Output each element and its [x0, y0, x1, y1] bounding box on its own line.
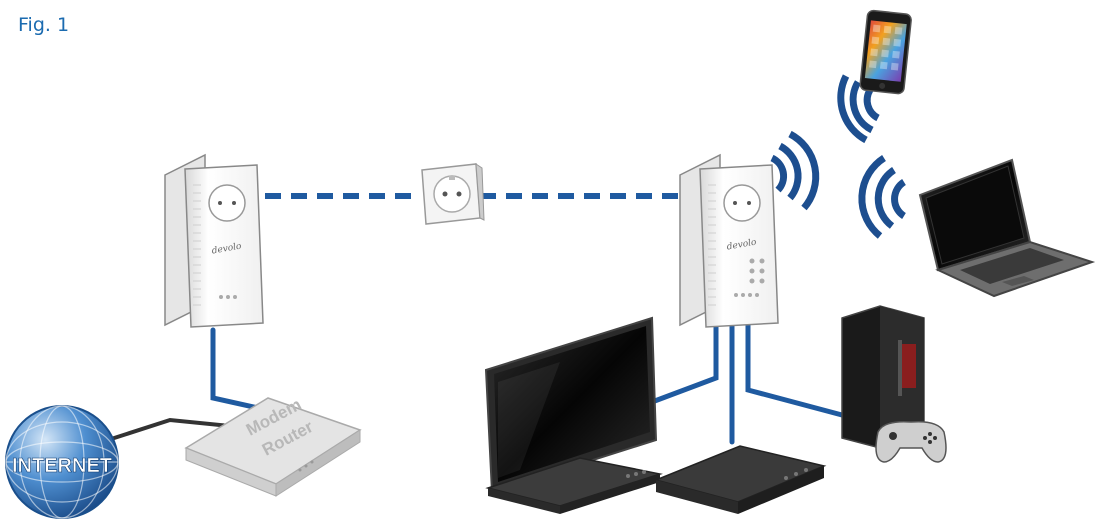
globe-icon: INTERNET: [5, 405, 119, 519]
settop-box-icon: [653, 445, 827, 514]
powerline-adapter-right: devolo: [679, 153, 779, 328]
wifi-waves-icon: [770, 130, 820, 211]
figure-label: Fig. 1: [18, 14, 70, 36]
wifi-waves-phone-icon: [837, 74, 880, 144]
wall-socket-icon: [421, 163, 485, 225]
cables: [106, 315, 845, 445]
router-icon: Modem Router: [184, 395, 362, 497]
cable-adapter-console: [745, 315, 845, 418]
tv-icon: [484, 316, 663, 514]
globe-label: INTERNET: [12, 455, 112, 477]
laptop-icon: [918, 158, 1096, 298]
powerline-adapter-left: devolo: [164, 153, 264, 328]
smartphone-icon: [859, 9, 912, 95]
wifi-waves-laptop-icon: [858, 155, 907, 239]
cable-adapter-tv: [649, 315, 719, 405]
gamepad-icon: [875, 420, 947, 463]
game-console-icon: [841, 305, 925, 449]
